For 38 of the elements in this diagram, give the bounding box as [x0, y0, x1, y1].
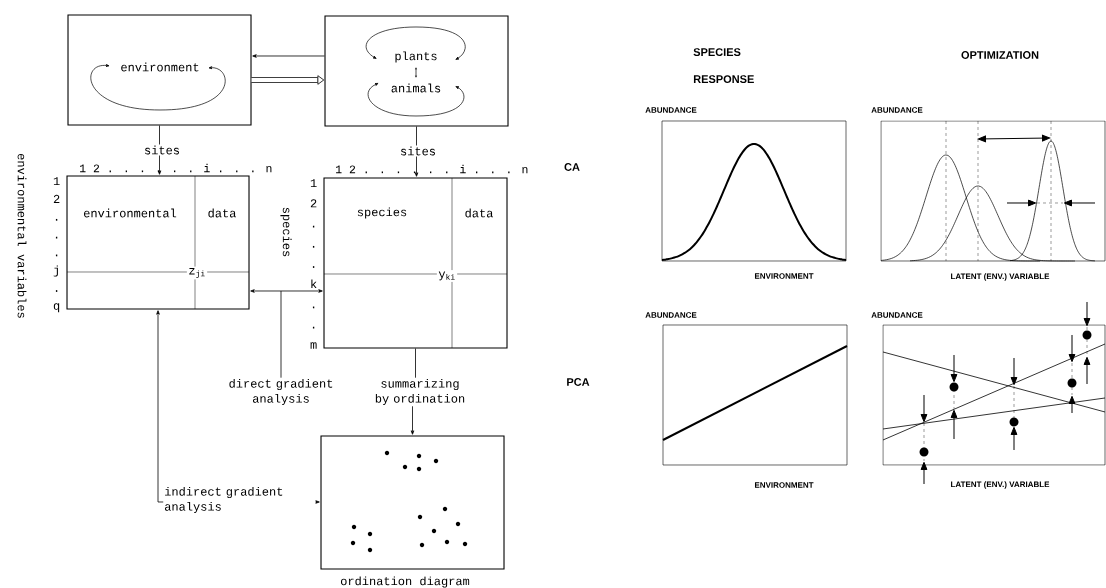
edge-label: indirect gradient analysis: [163, 485, 316, 515]
axis-label: species: [280, 207, 292, 257]
axis-label: ENVIRONMENT: [755, 273, 814, 279]
row-label: PCA: [567, 378, 590, 386]
box-label: environment: [118, 61, 202, 73]
box-label: plants: [392, 49, 440, 65]
box-label: z$_{ji}$: [186, 266, 208, 280]
box-label: data: [206, 207, 238, 219]
box-label: ordination diagram: [338, 574, 472, 588]
axis-label: ABUNDANCE: [871, 312, 923, 318]
column-heading: OPTIMIZATION: [961, 51, 1039, 59]
index-sequence: 1 2 . . . . . . i . . . n: [80, 163, 272, 173]
axis-label: ABUNDANCE: [871, 107, 923, 113]
axis-label: ABUNDANCE: [645, 312, 697, 318]
axis-label: LATENT (ENV.) VARIABLE: [951, 273, 1050, 281]
box-label: environmental: [81, 207, 179, 219]
edge-label: sites: [143, 144, 181, 156]
axis-label: LATENT (ENV.) VARIABLE: [951, 481, 1050, 489]
annotation-text: summarizing by ordination: [375, 378, 465, 406]
arrow: [251, 75, 325, 85]
arrow: [252, 54, 325, 58]
axis-label: ABUNDANCE: [645, 107, 697, 113]
column-heading: SPECIES RESPONSE: [693, 48, 754, 83]
row-label: CA: [564, 163, 580, 171]
index-sequence: 1 2 . . . . . . i . . . n: [336, 164, 528, 174]
arrow: [250, 289, 323, 293]
arrow: [414, 126, 419, 177]
arrow: [157, 125, 162, 175]
box-label: y$_{ki}$: [436, 270, 458, 282]
annotation-text: direct gradient analysis: [229, 378, 333, 406]
axis-label: ENVIRONMENT: [755, 482, 814, 488]
box-label: species: [355, 205, 409, 221]
box-label: animals: [389, 82, 443, 94]
index-sequence: 1 2 . . . k . . m: [310, 179, 317, 349]
edge-label: sites: [399, 145, 437, 157]
arrow: [410, 405, 415, 435]
box-label: data: [463, 207, 495, 219]
axis-label: environmental variables: [17, 153, 27, 318]
